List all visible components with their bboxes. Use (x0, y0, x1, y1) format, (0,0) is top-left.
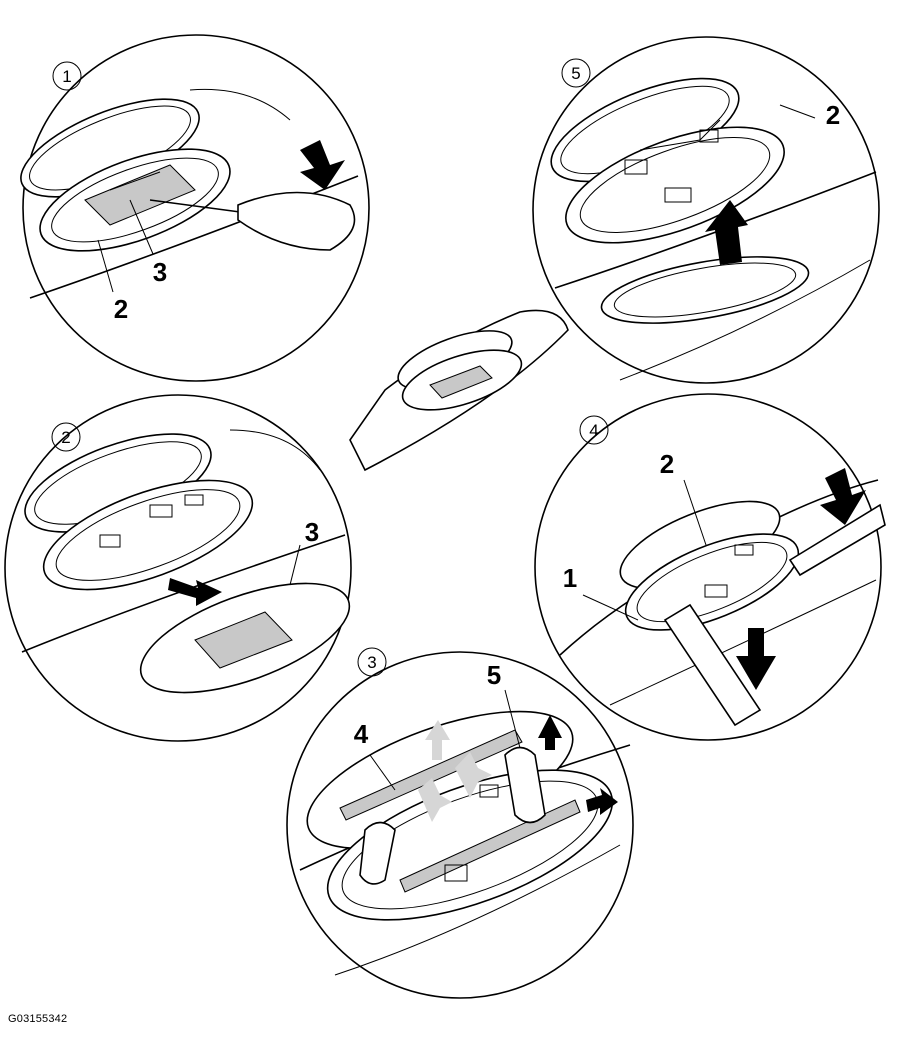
panel-2-circle (4, 394, 352, 742)
panel-step-5 (532, 36, 880, 384)
panel-5-circle (532, 36, 880, 384)
callout-label: 1 (563, 563, 577, 593)
lift-strip-arrow-icon (425, 720, 450, 760)
lift-arrow-icon (705, 200, 748, 265)
roof-opening (600, 256, 810, 324)
panel-step-4 (534, 393, 886, 741)
step-badge-3 (357, 647, 387, 677)
trim-tool (788, 503, 886, 577)
down-arrow-icon (736, 628, 776, 690)
step-number: 5 (571, 64, 580, 83)
overview-headliner (349, 309, 569, 472)
push-arrow-icon (300, 140, 345, 190)
lamp-housing (42, 479, 254, 591)
step-badge-2 (51, 422, 81, 452)
step-number: 4 (589, 421, 598, 440)
callout-label: 2 (114, 294, 128, 324)
callout-label: 3 (305, 517, 319, 547)
callout-label: 2 (826, 100, 840, 130)
lamp-housing (565, 126, 785, 244)
pry-tool (663, 603, 762, 727)
step-badge-5 (561, 58, 591, 88)
callout-label: 4 (354, 719, 369, 749)
screwdriver-handle (237, 191, 356, 251)
panel-3-circle (286, 651, 634, 999)
callout-label: 5 (487, 660, 501, 690)
panel-1-circle (22, 34, 370, 382)
callout-label: 3 (153, 257, 167, 287)
screwdriver-shaft (149, 199, 241, 213)
step-badge-4 (579, 415, 609, 445)
figure-reference: G03155342 (8, 1013, 68, 1025)
push-arrow-icon (820, 468, 866, 525)
panel-step-1 (20, 34, 370, 382)
right-arrow-icon (586, 788, 618, 815)
clip (504, 746, 546, 824)
lamp-lens (84, 164, 196, 226)
up-arrow-icon (538, 715, 562, 750)
remove-arrow-icon (168, 578, 222, 606)
panel-step-2 (4, 394, 352, 742)
panel-4-circle (534, 393, 882, 741)
panel-step-3 (286, 651, 634, 999)
step-number: 1 (62, 67, 71, 86)
reflector-strip (339, 729, 523, 821)
step-badge-1 (52, 61, 82, 91)
step-number: 2 (61, 428, 70, 447)
lamp-housing (624, 533, 800, 631)
step-number: 3 (367, 653, 376, 672)
callout-label: 2 (660, 449, 674, 479)
